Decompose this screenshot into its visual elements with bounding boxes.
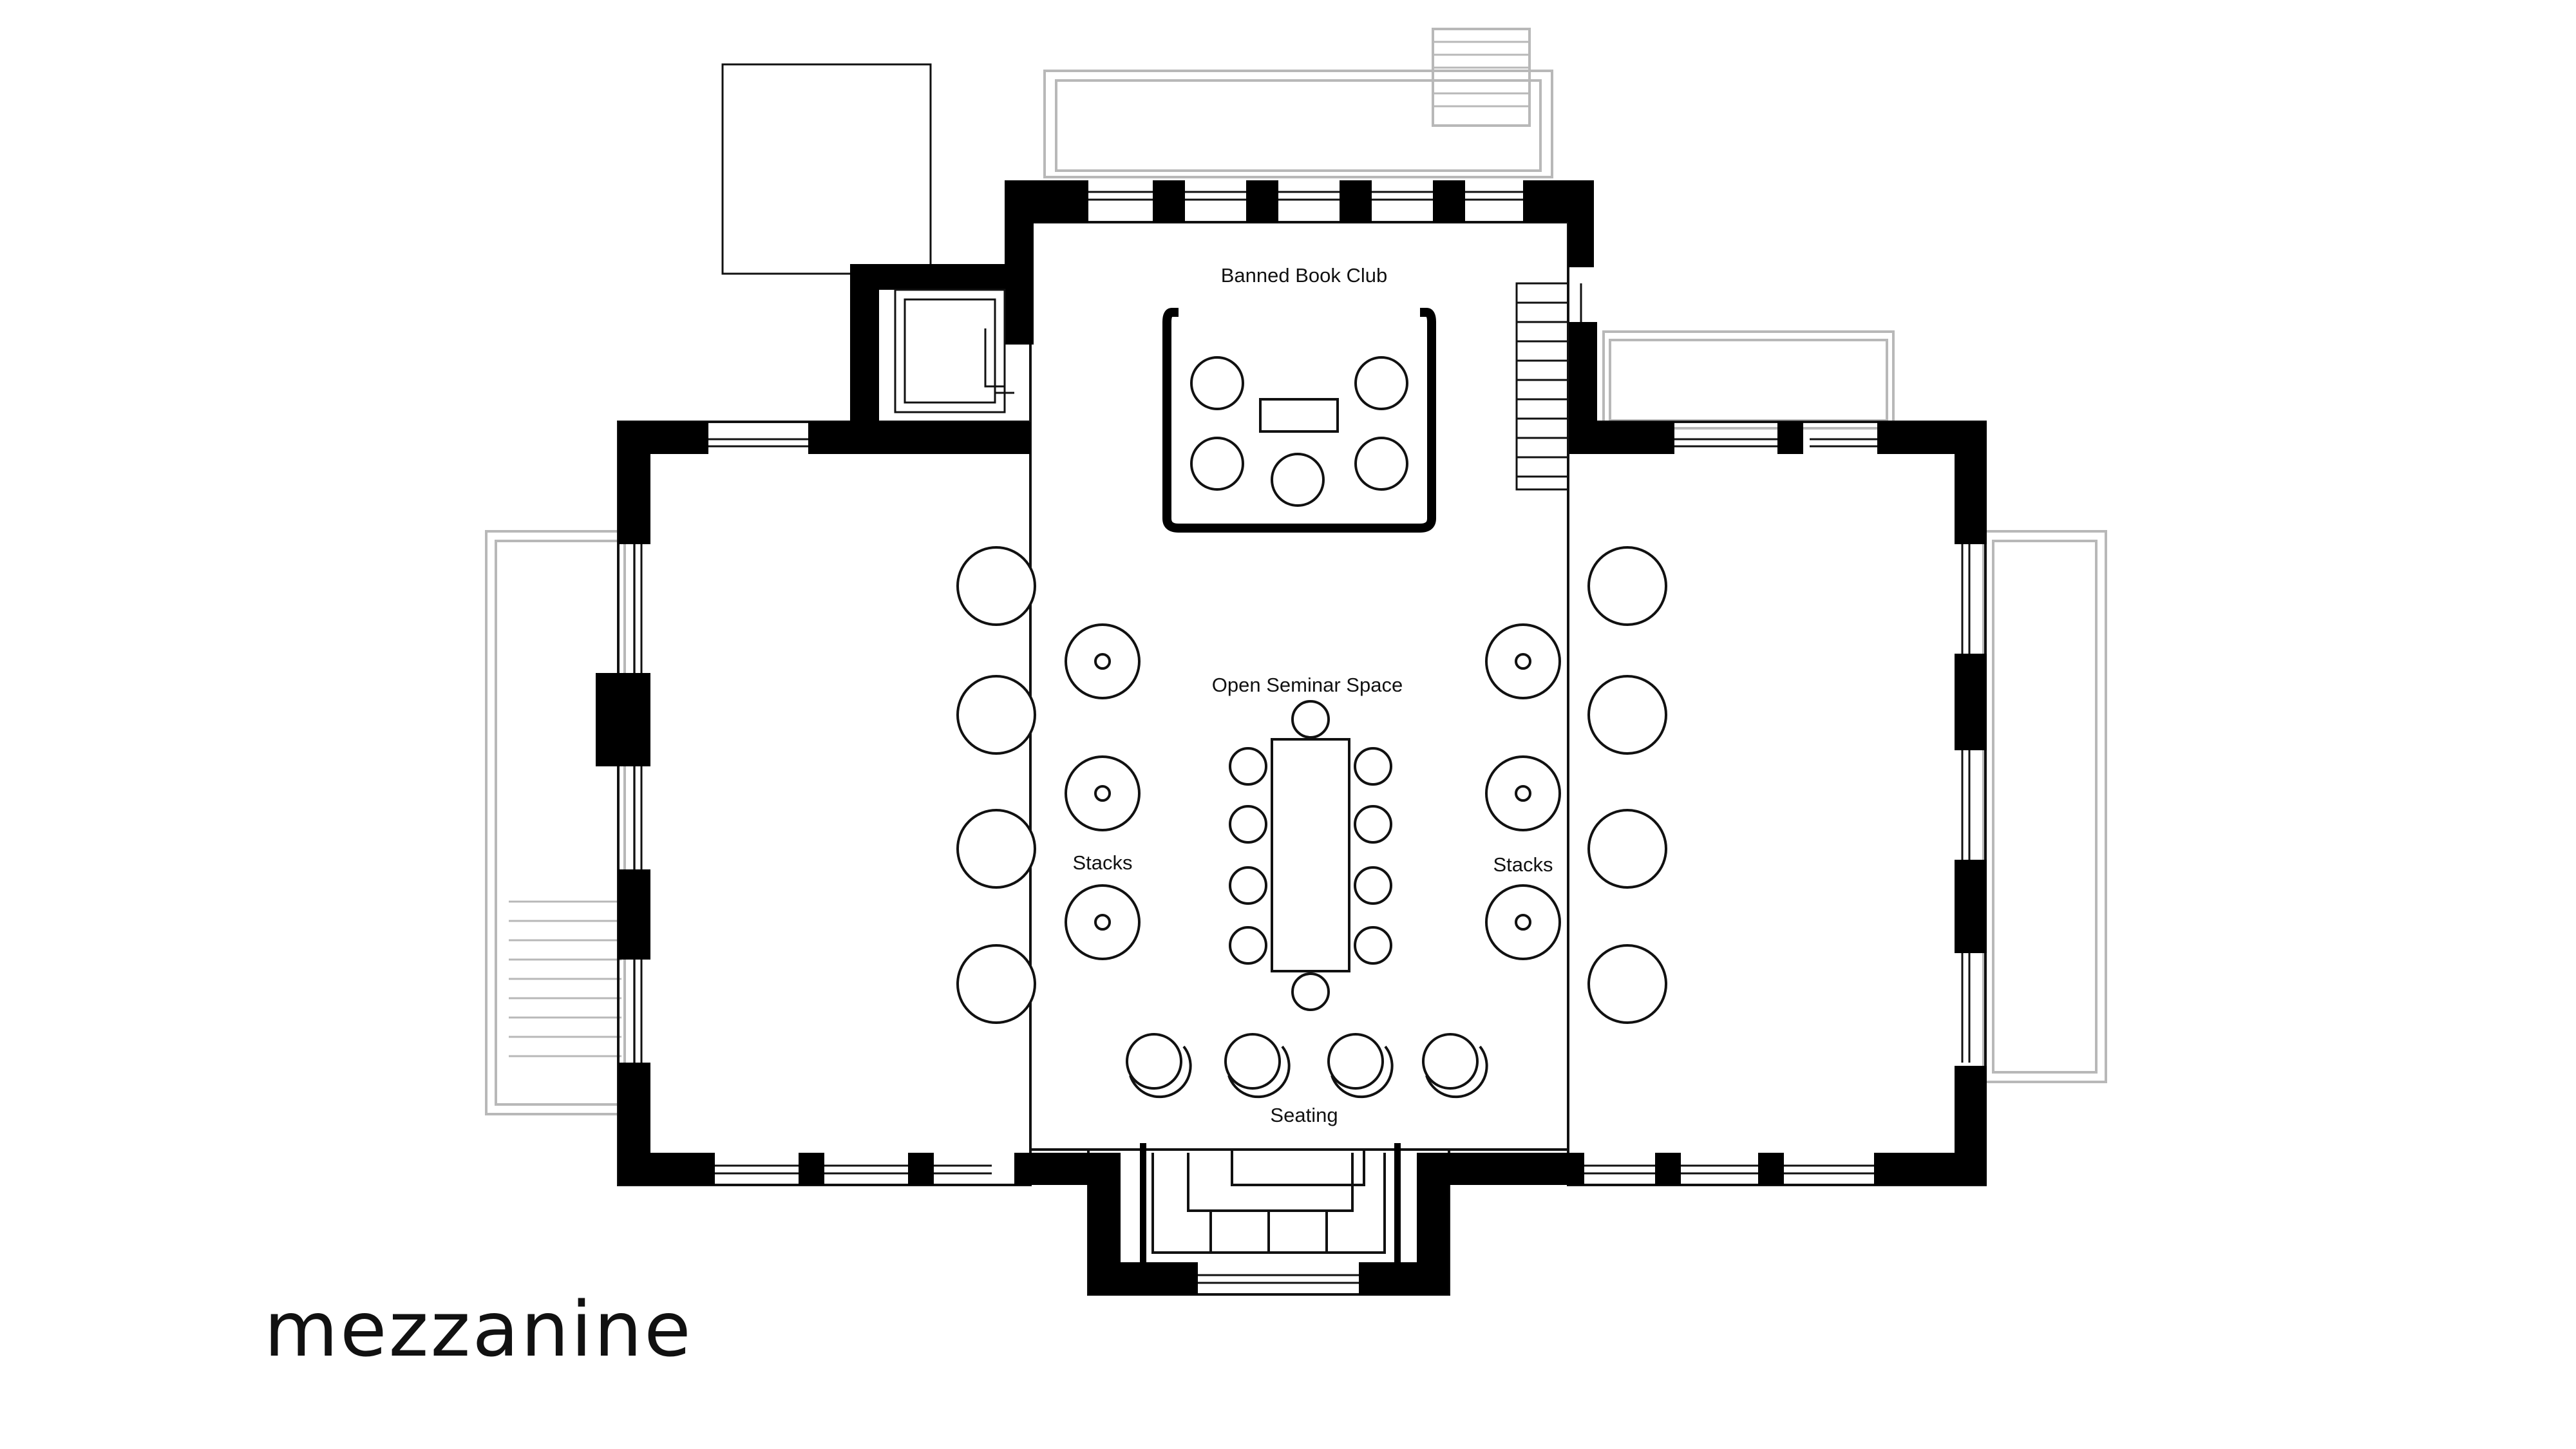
walls — [596, 180, 1987, 1294]
wing-tables — [956, 546, 1667, 1024]
stacks-shelves — [1065, 623, 1561, 960]
stacks-right-label: Stacks — [1493, 853, 1553, 876]
left-stair-treads — [509, 900, 621, 1057]
stacks-left-label: Stacks — [1072, 851, 1132, 874]
open-seminar-space-label: Open Seminar Space — [1212, 674, 1403, 696]
bay-bench — [1151, 1148, 1386, 1254]
seating-label: Seating — [1270, 1104, 1338, 1126]
elevator — [894, 289, 1014, 413]
stair — [1515, 282, 1569, 491]
banned-book-club-label: Banned Book Club — [1221, 264, 1388, 287]
upper-left-block-outline — [721, 63, 932, 275]
book-club-furniture — [1190, 356, 1408, 507]
seating-chairs — [1126, 1033, 1488, 1099]
floor-title: mezzanine — [264, 1285, 693, 1374]
book-club-enclosure — [1162, 308, 1436, 533]
top-stair-treads — [1433, 41, 1530, 108]
seminar-furniture — [1229, 700, 1392, 1011]
